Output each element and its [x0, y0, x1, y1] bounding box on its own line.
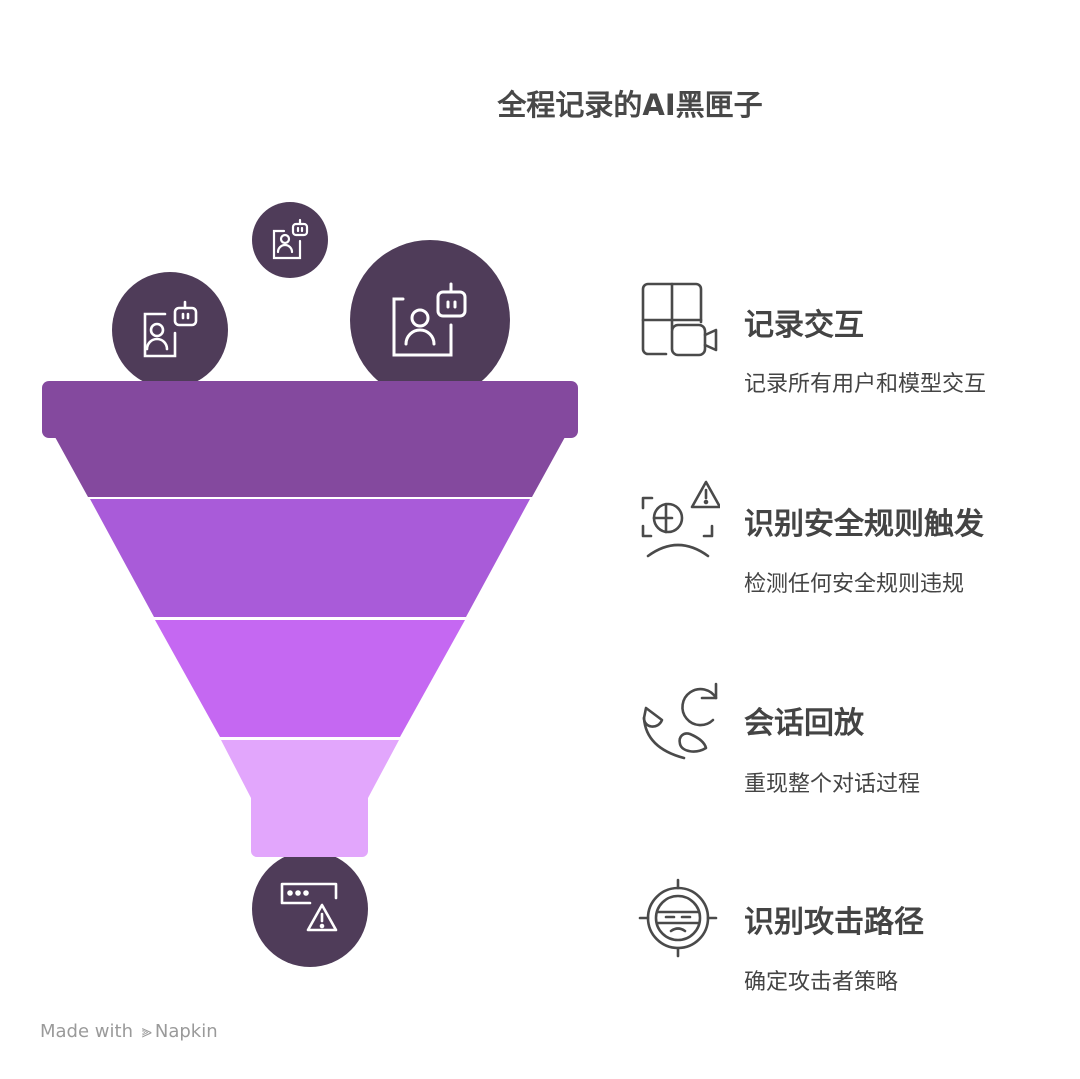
- replay-icon: [642, 682, 718, 760]
- funnel-band-4: [221, 740, 399, 857]
- password-warning-icon: [280, 882, 338, 932]
- stage-1-heading: 记录交互: [744, 308, 864, 343]
- video-grid-icon: [641, 282, 718, 357]
- stage-2-heading: 识别安全规则触发: [744, 507, 984, 542]
- funnel-band-2: [90, 499, 530, 617]
- user-bot-icon: [272, 218, 309, 260]
- funnel-top-rim: [42, 381, 578, 438]
- made-with-label: Made with: [40, 1021, 133, 1042]
- stage-2-description: 检测任何安全规则违规: [744, 572, 965, 597]
- napkin-logo-icon: ⫸: [141, 1021, 152, 1042]
- input-circle-left: [112, 272, 228, 388]
- funnel-band-3: [155, 620, 465, 737]
- napkin-watermark: Made with ⫸Napkin: [40, 1021, 218, 1042]
- stage-4-heading: 识别攻击路径: [744, 905, 924, 940]
- input-circle-small: [252, 202, 328, 278]
- input-circle-large: [350, 240, 510, 400]
- output-circle: [252, 851, 368, 967]
- stage-3-description: 重现整个对话过程: [744, 772, 921, 797]
- stage-1-description: 记录所有用户和模型交互: [744, 372, 987, 397]
- user-bot-icon: [392, 282, 467, 357]
- target-attacker-icon: [638, 878, 718, 958]
- napkin-brand: Napkin: [154, 1021, 218, 1042]
- face-scan-warning-icon: [641, 480, 720, 558]
- stage-4-description: 确定攻击者策略: [744, 970, 899, 995]
- user-bot-icon: [143, 300, 198, 358]
- funnel-band-1: [55, 437, 565, 497]
- diagram-title: 全程记录的AI黑匣子: [497, 88, 763, 122]
- stage-3-heading: 会话回放: [744, 706, 864, 741]
